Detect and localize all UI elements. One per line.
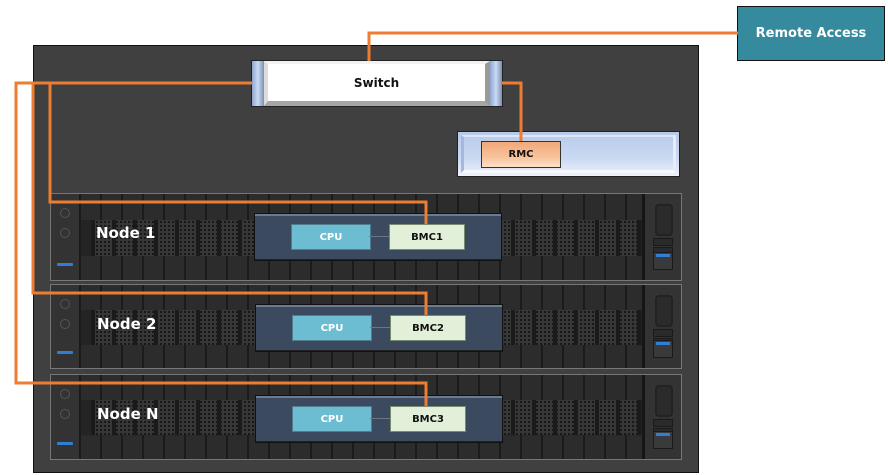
vga-port-icon	[655, 385, 673, 417]
node-1-board: CPU BMC1	[254, 213, 502, 261]
cpu-bmc-link	[370, 327, 390, 328]
power-led-icon	[653, 340, 673, 358]
vga-port-icon	[655, 204, 673, 236]
power-led-icon	[653, 252, 673, 270]
cpu-box: CPU	[292, 315, 372, 341]
left-ear	[51, 194, 80, 280]
node-n-board: CPU BMC3	[255, 395, 503, 443]
usb-port-icon	[653, 419, 673, 427]
switch-left-ear	[252, 61, 264, 106]
switch-label: Switch	[353, 75, 400, 90]
cpu-bmc-link	[370, 418, 390, 419]
node-label: Node 1	[96, 224, 156, 242]
left-ear	[51, 375, 80, 459]
rmc-label: RMC	[508, 149, 534, 160]
bmc-box: BMC2	[390, 315, 466, 341]
bmc-box: BMC1	[389, 224, 465, 250]
cpu-box: CPU	[292, 406, 372, 432]
right-ear	[642, 285, 681, 368]
status-led-icon	[57, 351, 73, 354]
status-led-icon	[57, 442, 73, 445]
rmc-box: RMC	[481, 141, 561, 168]
right-ear	[642, 194, 681, 280]
cpu-box: CPU	[291, 224, 371, 250]
left-ear	[51, 285, 80, 368]
cpu-bmc-link	[369, 236, 389, 237]
usb-port-icon	[653, 238, 673, 246]
switch-face: Switch	[264, 61, 490, 106]
switch-right-ear	[490, 61, 502, 106]
bmc-box: BMC3	[390, 406, 466, 432]
usb-port-icon	[653, 329, 673, 337]
node-label: Node N	[97, 405, 159, 423]
remote-access-label: Remote Access	[755, 26, 867, 41]
node-label: Node 2	[97, 315, 157, 333]
vga-port-icon	[655, 295, 673, 327]
status-led-icon	[57, 263, 73, 266]
switch-box: Switch	[251, 60, 503, 107]
power-led-icon	[653, 431, 673, 449]
right-ear	[642, 375, 681, 459]
remote-access-box: Remote Access	[737, 6, 885, 61]
node-2-board: CPU BMC2	[255, 304, 503, 352]
